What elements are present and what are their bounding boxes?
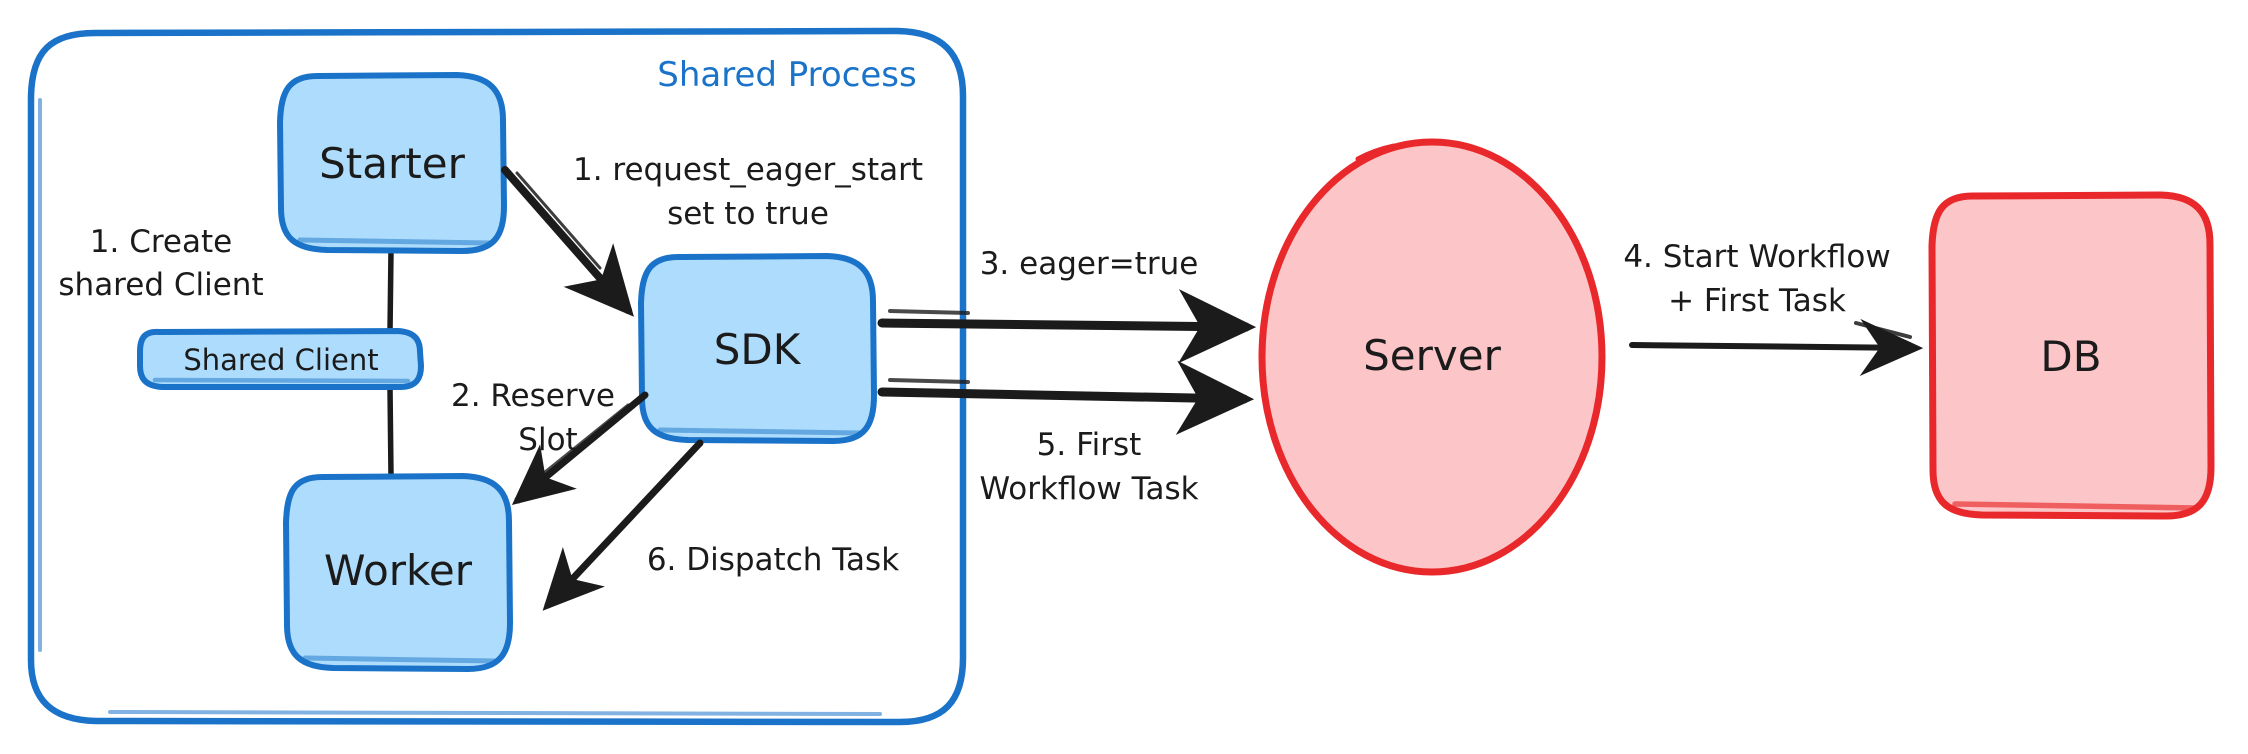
edge-label-eager-true: 3. eager=true (980, 246, 1199, 282)
edge-start-workflow (1629, 318, 1924, 377)
edge-first-workflow-task (877, 360, 1255, 435)
node-worker[interactable] (283, 473, 513, 672)
node-db[interactable] (1928, 191, 2215, 520)
edge-reserve-slot (511, 391, 649, 506)
edge-dispatch-task (542, 439, 704, 611)
node-starter-label: Starter (319, 139, 465, 188)
node-db-label: DB (2040, 332, 2101, 381)
edge-label-request-eager-start-line2: set to true (667, 196, 829, 232)
shared-client-link (387, 248, 394, 479)
node-worker-label: Worker (324, 546, 473, 595)
node-sdk[interactable] (638, 253, 877, 444)
node-shared-client-label: Shared Client (183, 343, 378, 377)
edge-label-reserve-slot-line1: 2. Reserve (451, 378, 615, 414)
edge-label-create-shared-client-line2: shared Client (58, 267, 263, 303)
shared-process-container (27, 27, 967, 726)
node-starter[interactable] (277, 72, 507, 254)
edge-label-start-workflow-line1: 4. Start Workflow (1623, 239, 1890, 275)
edge-request-eager-start (501, 166, 634, 317)
edge-eager-true (877, 289, 1257, 364)
node-server-label: Server (1363, 331, 1501, 380)
node-server[interactable] (1258, 138, 1606, 576)
edge-label-request-eager-start-line1: 1. request_eager_start (573, 152, 923, 188)
edge-label-first-workflow-task-line1: 5. First (1037, 427, 1142, 463)
node-shared-client[interactable] (137, 328, 424, 390)
node-sdk-label: SDK (714, 325, 802, 374)
group-label-shared-process: Shared Process (657, 55, 916, 95)
edge-label-start-workflow-line2: + First Task (1668, 283, 1846, 319)
edge-label-create-shared-client-line1: 1. Create (90, 224, 232, 260)
edge-label-reserve-slot-line2: Slot (518, 422, 577, 458)
edge-label-dispatch-task: 6. Dispatch Task (647, 542, 899, 578)
edge-label-first-workflow-task-line2: Workflow Task (979, 471, 1198, 507)
